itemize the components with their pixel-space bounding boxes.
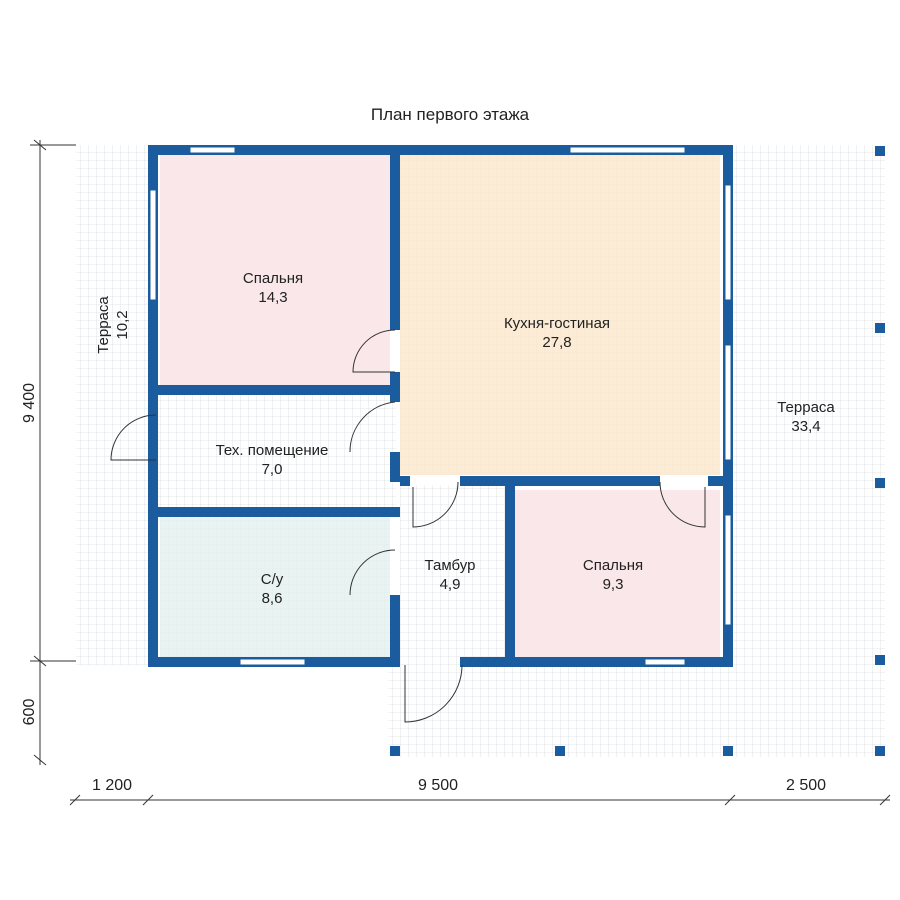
terrace-right-area xyxy=(388,145,885,757)
terrace-left-name: Терраса xyxy=(95,296,112,354)
kitchen-living-floor xyxy=(400,155,720,475)
bedroom-1-name: Спальня xyxy=(243,270,303,287)
bedroom-1-area: 14,3 xyxy=(258,289,287,306)
dimension-width-left: 1 200 xyxy=(92,777,132,794)
terrace-posts xyxy=(390,146,885,756)
doors xyxy=(110,329,706,723)
terrace-right-name: Терраса xyxy=(777,399,835,416)
bathroom-floor xyxy=(160,517,390,657)
plan-title: План первого этажа xyxy=(371,105,530,124)
windows xyxy=(149,146,732,666)
dimension-width-right: 2 500 xyxy=(786,777,826,794)
dimension-width-main: 9 500 xyxy=(418,777,458,794)
bedroom-1-floor xyxy=(160,155,390,385)
terrace-right-area: 33,4 xyxy=(791,418,820,435)
dimension-lines xyxy=(30,139,891,806)
tech-room-name: Тех. помещение xyxy=(216,442,329,459)
vestibule-floor xyxy=(400,485,512,660)
bathroom-area: 8,6 xyxy=(262,590,283,607)
kitchen-living-area: 27,8 xyxy=(542,334,571,351)
tech-room-area: 7,0 xyxy=(262,461,283,478)
terrace-left-area: 10,2 xyxy=(114,310,131,339)
dimension-height-porch: 600 xyxy=(21,699,38,726)
dimension-height-main: 9 400 xyxy=(21,383,38,423)
bedroom-2-area: 9,3 xyxy=(603,576,624,593)
terrace-left-area xyxy=(76,145,156,665)
bedroom-2-floor xyxy=(515,490,720,657)
bathroom-name: С/у xyxy=(261,571,284,588)
kitchen-living-name: Кухня-гостиная xyxy=(504,315,610,332)
tech-room-floor xyxy=(156,395,396,507)
bedroom-2-name: Спальня xyxy=(583,557,643,574)
vestibule-name: Тамбур xyxy=(425,557,476,574)
vestibule-area: 4,9 xyxy=(440,576,461,593)
